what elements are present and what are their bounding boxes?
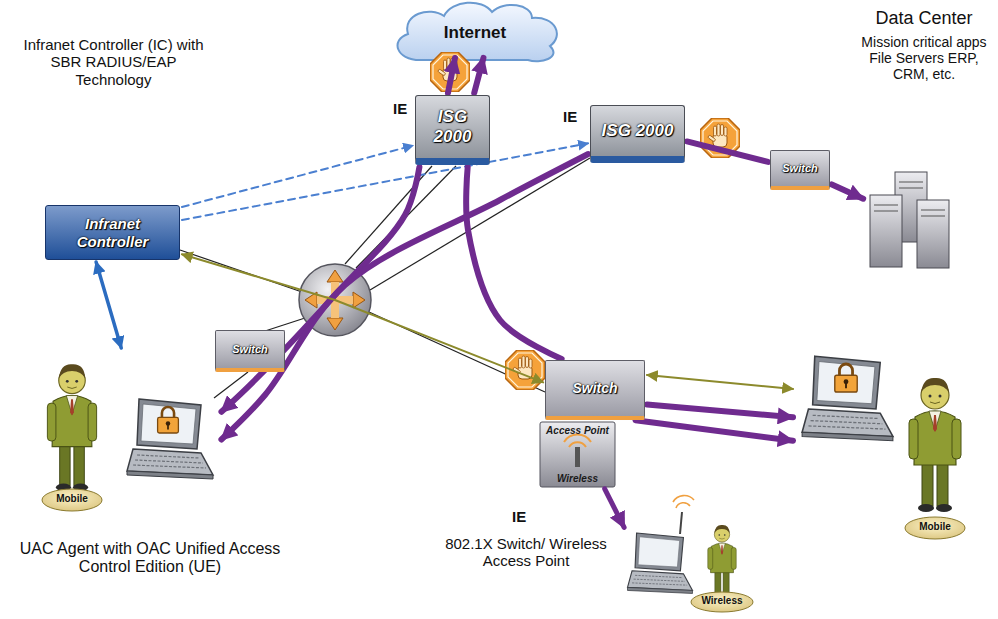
person-figure [47, 364, 96, 491]
cloud-shape [398, 3, 557, 62]
laptop [628, 533, 693, 593]
cloud-shape [398, 3, 557, 62]
node-text: Infranet Controller [52, 215, 173, 250]
mobile-client: Mobile [795, 345, 985, 540]
connector [647, 405, 793, 418]
enforcer-tag: IE [512, 508, 534, 525]
laptop [802, 356, 893, 440]
connector [636, 420, 794, 440]
laptop [673, 496, 694, 508]
laptop [835, 364, 857, 392]
enforcer-tag: IE [563, 108, 585, 125]
text-holder: Mobile [900, 521, 970, 533]
text-holder: Mobile [42, 493, 102, 505]
firewall-device: ISG 2000 [590, 105, 685, 163]
connector [605, 489, 624, 528]
server-rack [870, 172, 949, 268]
node-label: Wireless [692, 595, 752, 607]
node-label: Switch [232, 343, 267, 356]
laptop [127, 399, 213, 479]
access-point-body [540, 422, 615, 487]
connector [96, 262, 121, 348]
annotation-note: 802.1X Switch/ Wireless Access Point [440, 535, 612, 570]
network-wires [180, 158, 590, 398]
server-rack [870, 195, 902, 267]
switch-box: Switch [545, 360, 645, 420]
user-badge [691, 592, 753, 612]
node-text: Mission critical apps File Servers ERP, … [855, 34, 993, 82]
text-holder: UAC Agent with OAC Unified Access Contro… [15, 540, 285, 577]
access-point-body [575, 447, 580, 467]
text-holder: Mission critical apps File Servers ERP, … [855, 34, 993, 82]
connector [647, 375, 793, 389]
router-symbol [353, 292, 365, 308]
node-label: ISG 2000 [420, 107, 485, 146]
access-point: Access PointWireless [540, 422, 615, 487]
person-figure [909, 378, 961, 512]
node-label: Internet [444, 23, 506, 43]
node-label: Mobile [900, 521, 970, 533]
node-label: ISG 2000 [602, 121, 674, 141]
server-rack [874, 182, 945, 216]
router-symbol [327, 270, 343, 282]
text-holder: Data Center [855, 8, 993, 29]
node-text: Wireless [557, 473, 598, 485]
access-point-body [564, 435, 591, 447]
internet-cloud: Internet [405, 10, 545, 56]
connector [182, 254, 543, 382]
router-symbol [327, 318, 343, 330]
switch-box: Switch [215, 330, 285, 372]
node-label: Data Center [855, 8, 993, 29]
enforcer-tag: IE [393, 100, 415, 117]
text-holder: Wireless [692, 595, 752, 607]
node-label: Switch [572, 380, 617, 396]
laptop [158, 407, 179, 433]
node-label: Infranet Controller (IC) with SBR RADIUS… [11, 36, 216, 88]
data-center: Data CenterMission critical apps File Se… [865, 170, 955, 270]
connector [474, 58, 483, 93]
connector [448, 58, 455, 93]
connector [182, 143, 588, 220]
wireless-client: Wireless [625, 515, 755, 613]
node-label: Switch [782, 162, 817, 175]
connector [221, 154, 588, 439]
connector [221, 167, 419, 412]
connector [182, 145, 413, 207]
connector [466, 167, 561, 359]
access-point-body [540, 422, 615, 487]
text-holder: Infranet Controller (IC) with SBR RADIUS… [11, 36, 216, 88]
node-label: Mobile [42, 493, 102, 505]
laptop [680, 512, 682, 534]
node-label: Access Point [546, 425, 609, 437]
agent-client: MobileUAC Agent with OAC Unified Access … [40, 350, 220, 583]
person-figure [708, 525, 736, 598]
node-text: UAC Agent with OAC Unified Access Contro… [15, 540, 285, 577]
user-badge [42, 489, 102, 511]
connector [687, 141, 768, 161]
firewall-device: ISG 2000 [415, 95, 490, 165]
connector [832, 184, 863, 198]
switch-box: Switch [770, 150, 830, 190]
infranet-controller: Infranet Controller (IC) with SBR RADIUS… [45, 205, 180, 260]
